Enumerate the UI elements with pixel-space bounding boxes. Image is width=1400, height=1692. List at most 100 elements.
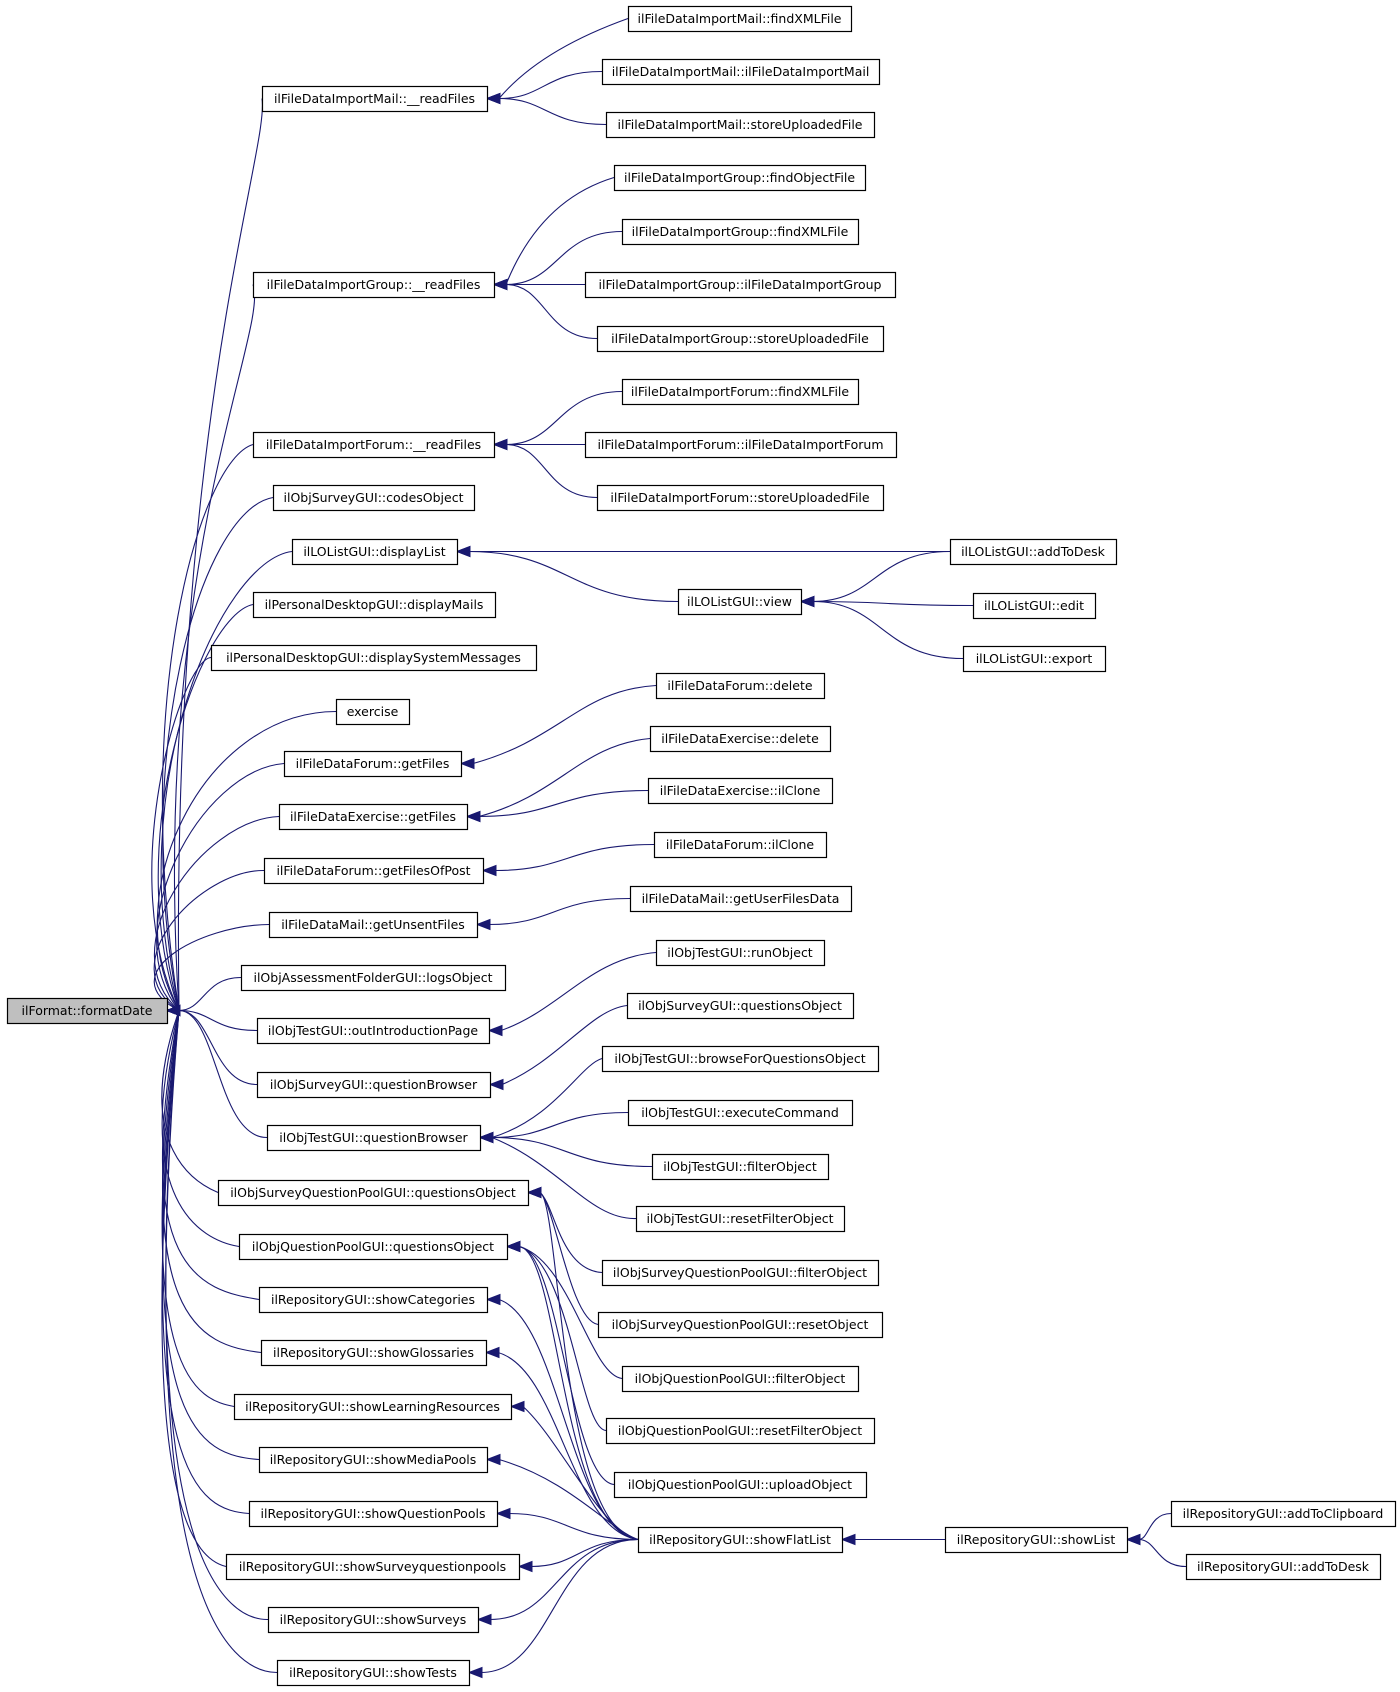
edge-osqp_qobj-to-rg_flat [526, 1186, 639, 1541]
node-dig_store[interactable]: ilFileDataImportGroup::storeUploadedFile [596, 325, 885, 353]
node-dif_findXML[interactable]: ilFileDataImportForum::findXMLFile [621, 378, 860, 406]
node-rg_lr[interactable]: ilRepositoryGUI::showLearningResources [233, 1393, 513, 1421]
node-lol_display[interactable]: ilLOListGUI::displayList [291, 538, 459, 566]
edge-line [505, 443, 598, 499]
node-pd_mails[interactable]: ilPersonalDesktopGUI::displayMails [252, 591, 497, 619]
node-rg_tests[interactable]: ilRepositoryGUI::showTests [276, 1659, 471, 1687]
node-fde_clone[interactable]: ilFileDataExercise::ilClone [647, 777, 834, 805]
node-fdm_unsent[interactable]: ilFileDataMail::getUnsentFiles [268, 911, 479, 939]
node-fde_getFiles[interactable]: ilFileDataExercise::getFiles [278, 803, 469, 831]
node-otg_run[interactable]: ilObjTestGUI::runObject [655, 939, 826, 967]
node-box [601, 58, 881, 86]
node-osg_qobj[interactable]: ilObjSurveyGUI::questionsObject [626, 992, 855, 1020]
edge-lol_view-to-lol_edit [799, 595, 974, 608]
node-oqp_qobj[interactable]: ilObjQuestionPoolGUI::questionsObject [238, 1233, 509, 1261]
node-dif_store[interactable]: ilFileDataImportForum::storeUploadedFile [596, 484, 885, 512]
node-fdf_clone[interactable]: ilFileDataForum::ilClone [653, 831, 828, 859]
node-rg_mp[interactable]: ilRepositoryGUI::showMediaPools [258, 1446, 489, 1474]
node-dif_readFiles[interactable]: ilFileDataImportForum::__readFiles [252, 431, 496, 459]
edge-line [812, 550, 951, 603]
node-box [256, 1071, 492, 1099]
node-fdf_getFiles[interactable]: ilFileDataForum::getFiles [283, 750, 463, 778]
edge-line [478, 737, 651, 818]
edge-line [498, 97, 607, 126]
node-box [627, 5, 853, 33]
node-oaf_logs[interactable]: ilObjAssessmentFolderGUI::logsObject [240, 964, 507, 992]
edge-line [165, 1010, 269, 1621]
node-lol_edit[interactable]: ilLOListGUI::edit [972, 592, 1097, 620]
node-dig_findObj[interactable]: ilFileDataImportGroup::findObjectFile [613, 164, 867, 192]
node-box [621, 1365, 860, 1393]
node-rg_clip[interactable]: ilRepositoryGUI::addToClipboard [1170, 1500, 1397, 1528]
node-rg_gloss[interactable]: ilRepositoryGUI::showGlossaries [260, 1339, 488, 1367]
node-rg_qp[interactable]: ilRepositoryGUI::showQuestionPools [248, 1500, 499, 1528]
node-box [596, 484, 885, 512]
node-otg_filter[interactable]: ilObjTestGUI::filterObject [651, 1153, 830, 1181]
node-rg_cat[interactable]: ilRepositoryGUI::showCategories [258, 1286, 489, 1314]
node-otg_qbrowser[interactable]: ilObjTestGUI::questionBrowser [266, 1124, 482, 1152]
node-rg_flat[interactable]: ilRepositoryGUI::showFlatList [637, 1526, 844, 1554]
edge-line [505, 390, 623, 446]
node-osg_qbrowser[interactable]: ilObjSurveyGUI::questionBrowser [256, 1071, 492, 1099]
node-rg_list[interactable]: ilRepositoryGUI::showList [944, 1526, 1129, 1554]
node-dig_readFiles[interactable]: ilFileDataImportGroup::__readFiles [252, 271, 496, 299]
arrowhead [475, 918, 491, 931]
node-oqp_reset[interactable]: ilObjQuestionPoolGUI::resetFilterObject [605, 1417, 876, 1445]
edge-line [488, 897, 631, 926]
node-osg_codes[interactable]: ilObjSurveyGUI::codesObject [272, 484, 476, 512]
node-fde_delete[interactable]: ilFileDataExercise::delete [649, 725, 832, 753]
node-layer: ilFormat::formatDate ilFileDataImportMail… [6, 5, 1397, 1687]
node-osqp_filter[interactable]: ilObjSurveyQuestionPoolGUI::filterObject [601, 1259, 880, 1287]
node-lol_add[interactable]: ilLOListGUI::addToDesk [949, 538, 1118, 566]
node-label: ilLOListGUI::export [976, 651, 1093, 666]
node-label: ilFileDataImportForum::__readFiles [266, 437, 481, 452]
node-label: ilRepositoryGUI::showSurveyquestionpools [239, 1559, 506, 1574]
node-dig_findXML[interactable]: ilFileDataImportGroup::findXMLFile [621, 218, 860, 246]
node-oqp_filter[interactable]: ilObjQuestionPoolGUI::filterObject [621, 1365, 860, 1393]
edge-line [160, 550, 293, 1011]
node-dif_ctor[interactable]: ilFileDataImportForum::ilFileDataImportF… [584, 431, 898, 459]
edge-line [518, 1245, 607, 1432]
edge-line [539, 1191, 639, 1541]
node-dig_ctor[interactable]: ilFileDataImportGroup::ilFileDataImportG… [584, 271, 897, 299]
node-box [627, 1099, 854, 1127]
node-label: ilLOListGUI::displayList [303, 544, 445, 559]
node-label: ilFileDataImportGroup::ilFileDataImportG… [599, 277, 882, 292]
edge-line [494, 843, 655, 872]
node-rg_desk[interactable]: ilRepositoryGUI::addToDesk [1185, 1553, 1382, 1581]
node-box [601, 1045, 880, 1073]
node-box [677, 588, 803, 616]
edge-root-to-dif_readFiles [161, 443, 254, 1017]
node-dim_store[interactable]: ilFileDataImportMail::storeUploadedFile [605, 111, 876, 139]
arrowhead [1125, 1533, 1141, 1546]
node-dim_readFiles[interactable]: ilFileDataImportMail::__readFiles [261, 85, 489, 113]
edge-root-to-dim_readFiles [165, 98, 263, 1017]
node-otg_browse[interactable]: ilObjTestGUI::browseForQuestionsObject [601, 1045, 880, 1073]
node-fdm_userFiles[interactable]: ilFileDataMail::getUserFilesData [629, 885, 853, 913]
edge-line [498, 1458, 639, 1541]
node-pd_sys[interactable]: ilPersonalDesktopGUI::displaySystemMessa… [210, 644, 538, 672]
edge-line [498, 70, 603, 100]
edge-line [539, 1192, 603, 1274]
node-dim_findXML[interactable]: ilFileDataImportMail::findXMLFile [627, 5, 853, 33]
node-box [252, 431, 496, 459]
node-osqp_qobj[interactable]: ilObjSurveyQuestionPoolGUI::questionsObj… [217, 1179, 530, 1207]
node-rg_sqp[interactable]: ilRepositoryGUI::showSurveyquestionpools [225, 1553, 521, 1581]
edge-fdm_unsent-to-fdm_userFiles [475, 897, 631, 931]
node-box [256, 1017, 491, 1045]
node-osqp_reset[interactable]: ilObjSurveyQuestionPoolGUI::resetObject [597, 1311, 884, 1339]
node-fdf_delete[interactable]: ilFileDataForum::delete [655, 672, 826, 700]
node-lol_view[interactable]: ilLOListGUI::view [677, 588, 803, 616]
node-root[interactable]: ilFormat::formatDate [6, 997, 169, 1025]
node-otg_reset[interactable]: ilObjTestGUI::resetFilterObject [635, 1205, 846, 1233]
node-rg_surveys[interactable]: ilRepositoryGUI::showSurveys [267, 1606, 480, 1634]
node-dim_ctor[interactable]: ilFileDataImportMail::ilFileDataImportMa… [601, 58, 881, 86]
node-label: ilFileDataMail::getUnsentFiles [281, 917, 465, 932]
node-lol_export[interactable]: ilLOListGUI::export [962, 645, 1107, 673]
node-fdf_getFilesPost[interactable]: ilFileDataForum::getFilesOfPost [263, 857, 485, 885]
node-otg_intro[interactable]: ilObjTestGUI::outIntroductionPage [256, 1017, 491, 1045]
node-oqp_upload[interactable]: ilObjQuestionPoolGUI::uploadObject [613, 1471, 868, 1499]
node-box [647, 777, 834, 805]
node-otg_exec[interactable]: ilObjTestGUI::executeCommand [627, 1099, 854, 1127]
node-exercise[interactable]: exercise [335, 698, 411, 726]
